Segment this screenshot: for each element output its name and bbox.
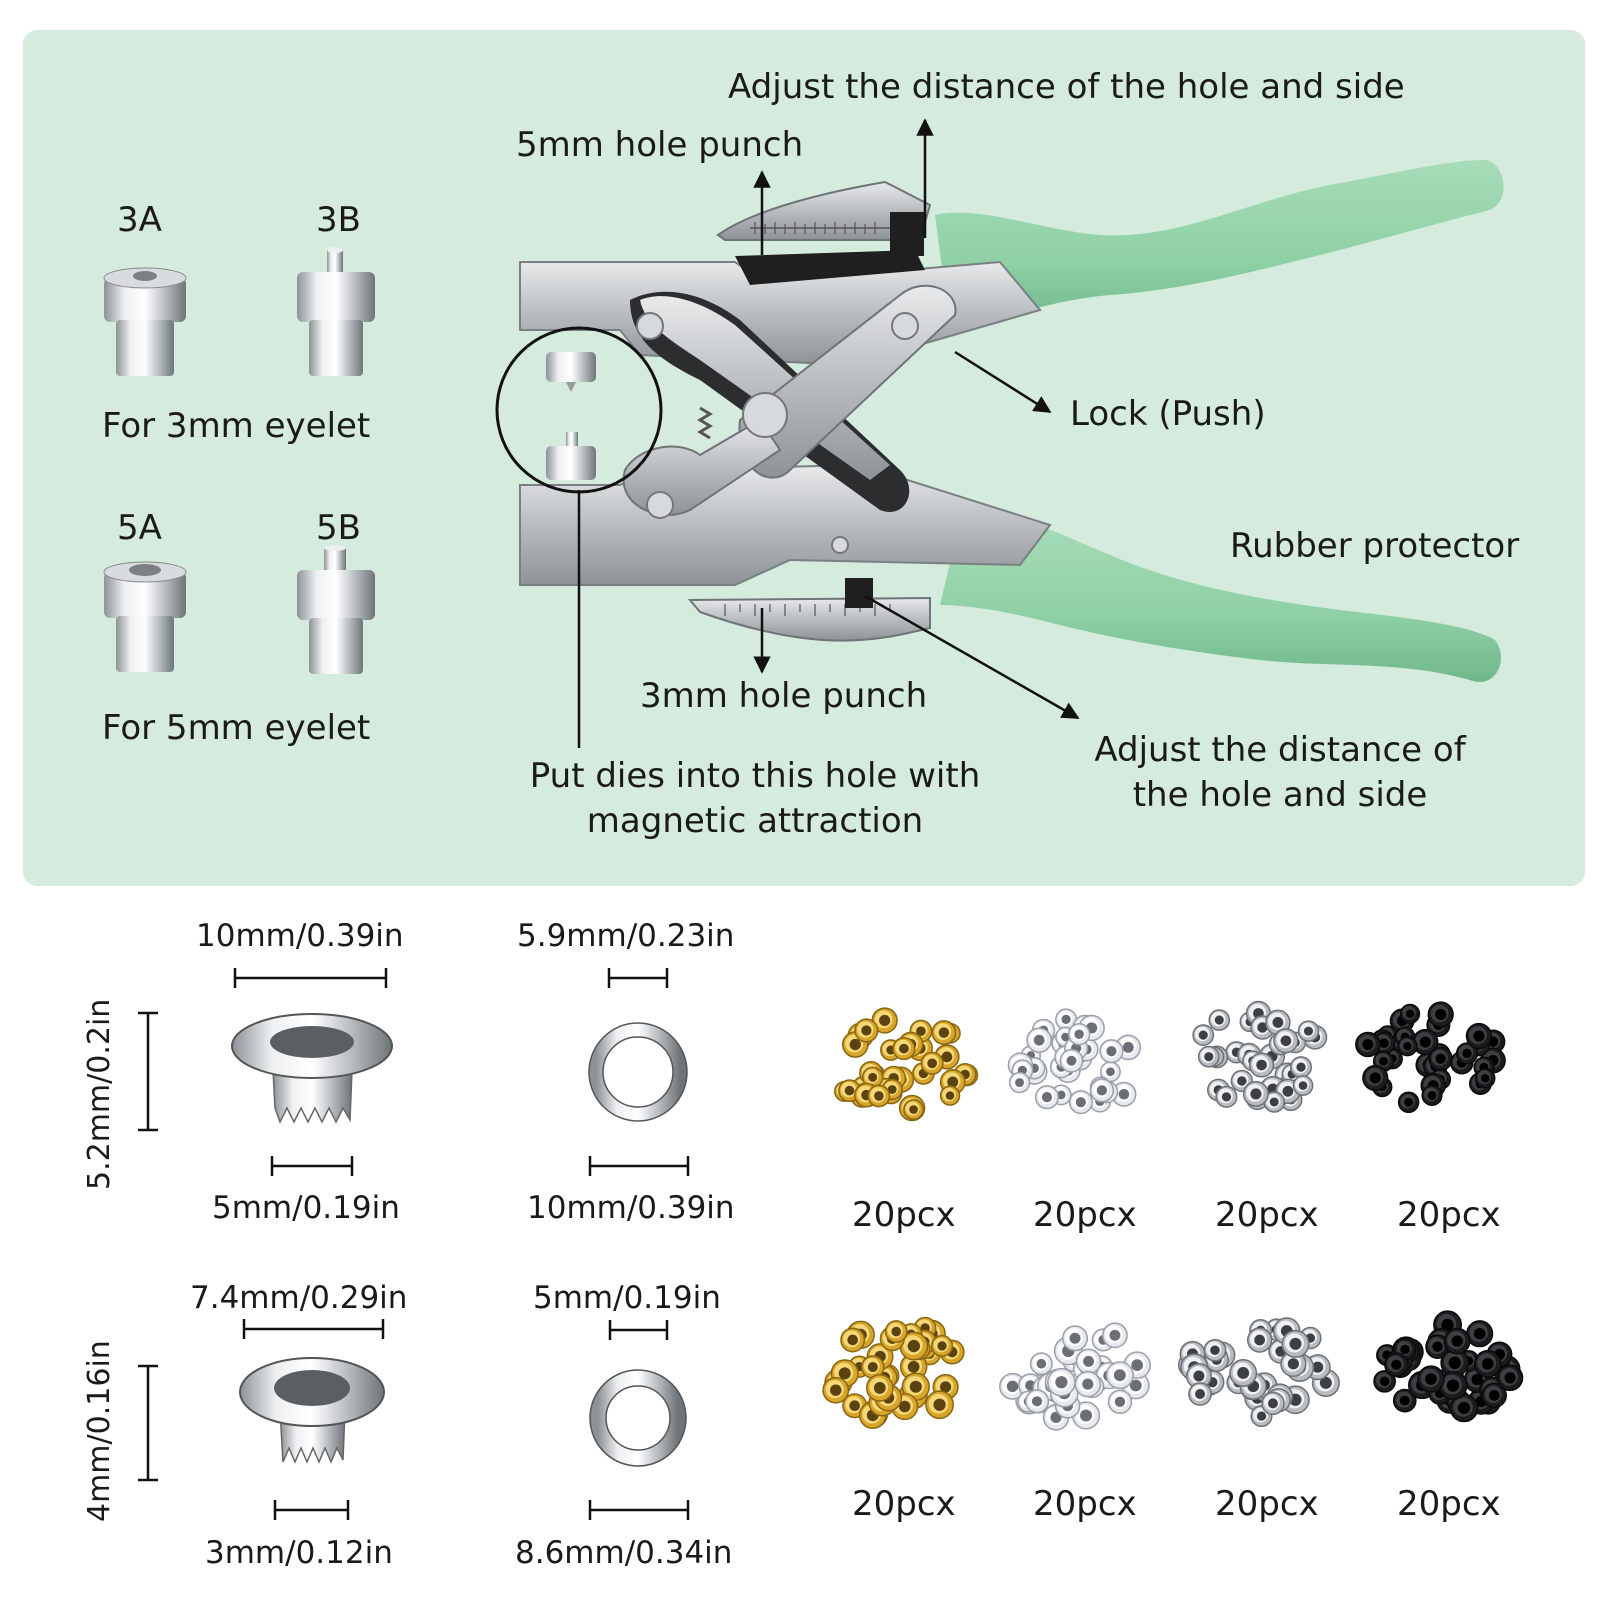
small-ring-top [589,1369,687,1467]
eyelet-piles [822,1000,1524,1431]
small-ring-outer: 8.6mm/0.34in [515,1535,733,1571]
large-eyelet-side [231,1013,393,1124]
callout-5mm-punch: 5mm hole punch [516,125,804,165]
die-3a [103,267,187,376]
die-label-3a: 3A [117,200,162,240]
dimension-lines [138,968,690,1520]
eyelet-pile-white-small [999,1322,1151,1431]
die-label-3b: 3B [316,200,361,240]
pile-count-black-small: 20pcx [1397,1484,1501,1524]
large-ring-top [588,1022,688,1122]
large-shank-width: 5mm/0.19in [212,1190,400,1226]
callout-put-dies-line2: magnetic attraction [586,801,924,841]
large-flange-width: 10mm/0.39in [196,918,404,954]
large-height: 5.2mm/0.2in [82,998,117,1190]
small-height: 4mm/0.16in [82,1340,117,1522]
callout-adjust-bottom-line1: Adjust the distance of [1094,730,1466,770]
eyelet-pile-gold-small [822,1316,965,1430]
callout-rubber-protector: Rubber protector [1230,526,1520,566]
small-shank-width: 3mm/0.12in [205,1535,393,1571]
callout-lock: Lock (Push) [1070,394,1266,434]
large-ring-inner: 5.9mm/0.23in [517,918,735,954]
callout-adjust-top: Adjust the distance of the hole and side [728,67,1405,107]
pile-count-gold-large: 20pcx [852,1195,956,1235]
pile-count-black-large: 20pcx [1397,1195,1501,1235]
small-eyelet-side [239,1357,385,1464]
pile-count-silver-small: 20pcx [1215,1484,1319,1524]
die-label-5a: 5A [117,508,162,548]
small-ring-inner: 5mm/0.19in [533,1280,721,1316]
eyelet-pile-silver-small [1178,1317,1340,1428]
large-ring-outer: 10mm/0.39in [527,1190,735,1226]
eyelet-pile-silver-large [1192,1000,1328,1113]
callout-arrows [753,118,1080,720]
small-flange-width: 7.4mm/0.29in [190,1280,408,1316]
pile-count-white-large: 20pcx [1033,1195,1137,1235]
pile-count-white-small: 20pcx [1033,1484,1137,1524]
pile-count-gold-small: 20pcx [852,1484,956,1524]
die-label-5b: 5B [316,508,361,548]
eyelet-pile-gold-large [834,1007,979,1122]
callout-adjust-bottom-line2: the hole and side [1132,775,1428,815]
die-caption-5mm: For 5mm eyelet [102,708,371,748]
eyelet-pile-black-small [1373,1310,1524,1423]
eyelet-pile-white-large [1007,1008,1142,1115]
die-caption-3mm: For 3mm eyelet [102,406,371,446]
die-5a [103,561,187,672]
eyelet-pile-black-large [1355,1001,1506,1114]
plier-illustration [495,160,1504,748]
callout-3mm-punch: 3mm hole punch [640,676,928,716]
pile-count-silver-large: 20pcx [1215,1195,1319,1235]
die-5b [297,545,375,674]
die-3b [297,247,375,376]
callout-put-dies-line1: Put dies into this hole with [529,756,981,796]
